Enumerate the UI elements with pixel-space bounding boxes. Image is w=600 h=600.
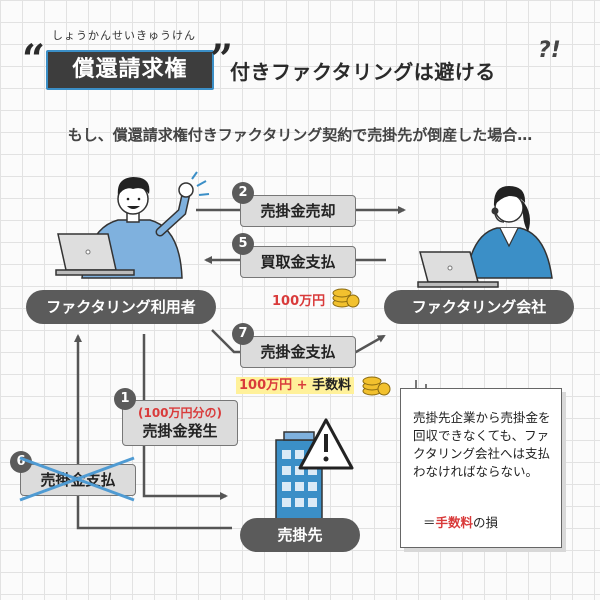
amount-step5: 100万円 [272, 294, 326, 309]
subtitle: もし、償還請求権付きファクタリング契約で売掛先が倒産した場合… [67, 126, 533, 144]
step-number-2: 2 [232, 182, 254, 204]
label-step1-amount: (100万円分の) [137, 406, 223, 420]
exclamation-question-icon: ?! [538, 38, 561, 63]
company-person-illustration [417, 186, 553, 288]
step-number-6: 6 [10, 451, 32, 473]
node-factoring-company: ファクタリング会社 [384, 290, 574, 324]
note-footer: ＝手数料の損 [423, 515, 499, 530]
user-person-illustration [55, 171, 210, 279]
label-step5: 買取金支払 [240, 246, 356, 278]
label-step1-text: 売掛金発生 [142, 422, 218, 440]
title-highlight: 償還請求権 [46, 50, 214, 90]
label-step7: 売掛金支払 [240, 336, 356, 368]
title-ruby: しょうかんせいきゅうけん [52, 29, 196, 42]
step-number-5: 5 [232, 233, 254, 255]
node-debtor: 売掛先 [240, 518, 360, 552]
amount-step7: 100万円 + 手数料 [236, 374, 355, 394]
node-factoring-user: ファクタリング利用者 [26, 290, 216, 324]
step-number-1: 1 [114, 388, 136, 410]
title-rest: 付きファクタリングは避ける [230, 60, 496, 84]
title-close-quote: ” [210, 36, 234, 83]
label-step1: (100万円分の) 売掛金発生 [122, 400, 238, 446]
cross-mark-icon [19, 456, 135, 502]
arrow-step1 [142, 334, 228, 500]
coin-icon-step5 [332, 288, 360, 308]
warning-note: 売掛先企業から売掛金を回収できなくても、ファクタリング会社へは支払わなければなら… [400, 388, 562, 548]
warning-icon [298, 418, 354, 470]
coin-icon-step7 [362, 376, 391, 396]
arrow-step6 [74, 334, 232, 530]
step-number-7: 7 [232, 323, 254, 345]
note-text: 売掛先企業から売掛金を回収できなくても、ファクタリング会社へは支払わなければなら… [413, 410, 551, 479]
label-step2: 売掛金売却 [240, 195, 356, 227]
title-open-quote: “ [22, 36, 46, 83]
